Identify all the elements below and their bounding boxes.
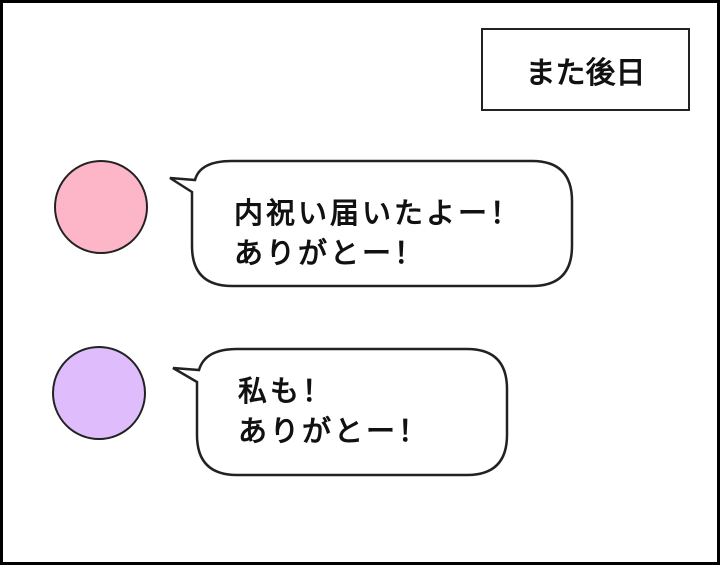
avatar-purple bbox=[52, 346, 146, 440]
bubble-2-line-1: 私も！ bbox=[238, 374, 335, 408]
speech-bubble-2 bbox=[172, 347, 509, 477]
bubble-2-line-2: ありがとー！ bbox=[238, 414, 431, 448]
bubble-1-text: 内祝い届いたよー！ ありがとー！ bbox=[234, 193, 522, 273]
bubble-1-line-1: 内祝い届いたよー！ bbox=[234, 196, 523, 230]
bubble-1-line-2: ありがとー！ bbox=[234, 236, 427, 270]
caption-box: また後日 bbox=[481, 28, 690, 111]
speech-bubble-1 bbox=[169, 159, 574, 288]
avatar-pink bbox=[54, 160, 148, 254]
bubble-2-text: 私も！ ありがとー！ bbox=[238, 371, 430, 451]
